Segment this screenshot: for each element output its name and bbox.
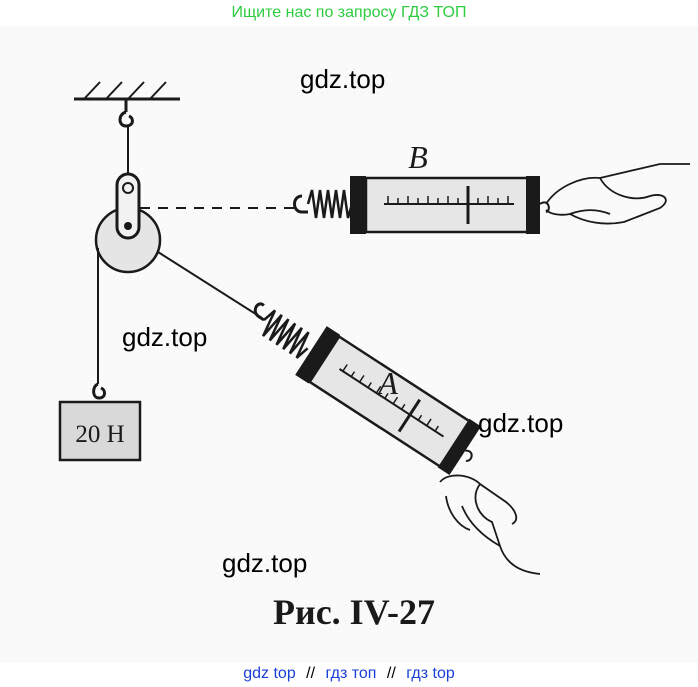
- watermark: gdz.top: [122, 322, 208, 352]
- search-banner: Ищите нас по запросу ГДЗ ТОП: [231, 4, 467, 21]
- dynamometer-a-label: A: [376, 365, 398, 401]
- weight-block: 20 Н: [58, 400, 142, 462]
- footer-separator: //: [386, 665, 396, 682]
- watermark: gdz.top: [222, 548, 308, 578]
- footer-link[interactable]: gdz top: [243, 665, 296, 682]
- footer-links: gdz top // гдз топ // гдз top: [0, 660, 698, 687]
- rope-to-a: [157, 251, 263, 319]
- footer-link[interactable]: гдз топ: [325, 665, 377, 682]
- pulley: [94, 126, 162, 274]
- diagram-figure: 20 Н B: [0, 26, 698, 662]
- weight-label: 20 Н: [75, 421, 124, 448]
- weight-hook: [92, 382, 106, 400]
- diagram-svg: 20 Н B: [0, 26, 698, 662]
- watermark: gdz.top: [300, 64, 386, 94]
- dynamometer-a: [253, 302, 482, 476]
- watermark: gdz.top: [478, 408, 564, 438]
- dynamometer-b: B: [293, 139, 550, 234]
- figure-caption: Рис. IV-27: [273, 592, 435, 632]
- footer-link[interactable]: гдз top: [406, 665, 455, 682]
- hand-b: [545, 163, 690, 225]
- ceiling-mount: [74, 81, 180, 128]
- footer-separator: //: [306, 665, 316, 682]
- dynamometer-b-label: B: [408, 139, 428, 175]
- hand-a: [439, 474, 541, 575]
